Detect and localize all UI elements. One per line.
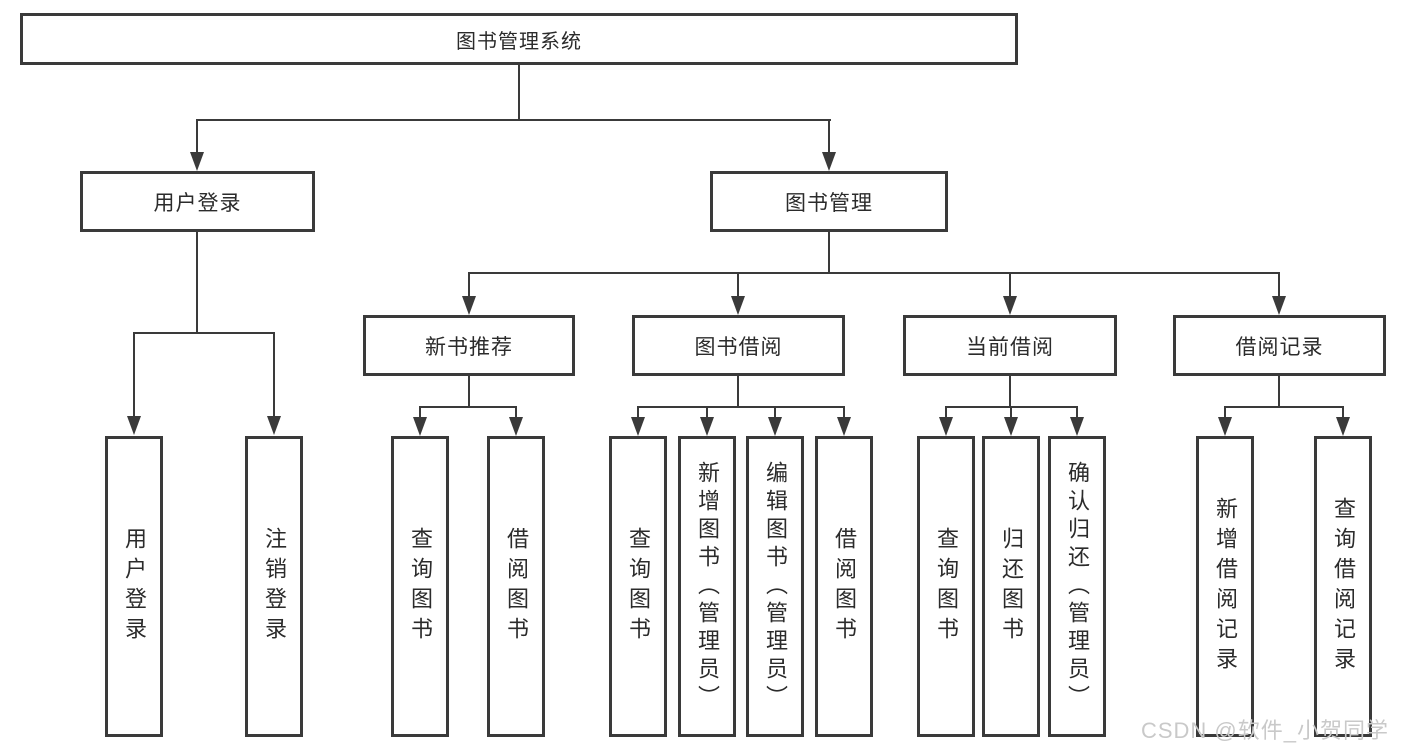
- connector-line: [737, 376, 739, 408]
- leaf-add-book-admin: 新增图书（管理员）: [678, 436, 736, 737]
- connector-line: [196, 232, 198, 334]
- arrow-down-icon: [413, 417, 427, 436]
- connector-line: [196, 119, 198, 154]
- node-book-borrow: 图书借阅: [632, 315, 845, 376]
- connector-line: [828, 119, 830, 154]
- arrow-down-icon: [837, 417, 851, 436]
- connector-line: [468, 376, 470, 408]
- connector-line: [1010, 406, 1012, 418]
- arrow-down-icon: [700, 417, 714, 436]
- leaf-label: 借阅图书: [504, 526, 529, 647]
- node-root-system: 图书管理系统: [20, 13, 1018, 65]
- node-current-borrow: 当前借阅: [903, 315, 1117, 376]
- connector-line: [1278, 376, 1280, 408]
- node-borrow-records: 借阅记录: [1173, 315, 1386, 376]
- leaf-label: 查询借阅记录: [1331, 496, 1356, 677]
- leaf-query-book: 查询图书: [609, 436, 667, 737]
- connector-line: [828, 232, 830, 274]
- arrow-down-icon: [939, 417, 953, 436]
- leaf-label: 归还图书: [999, 526, 1024, 647]
- arrow-down-icon: [631, 417, 645, 436]
- node-label: 用户登录: [153, 191, 242, 215]
- arrow-down-icon: [768, 417, 782, 436]
- node-user-login: 用户登录: [80, 171, 315, 232]
- node-label: 图书借阅: [694, 335, 783, 359]
- node-book-management: 图书管理: [710, 171, 948, 232]
- leaf-return-book: 归还图书: [982, 436, 1040, 737]
- leaf-add-borrow-record: 新增借阅记录: [1196, 436, 1254, 737]
- connector-line: [1224, 406, 1226, 418]
- node-label: 当前借阅: [966, 335, 1054, 359]
- arrow-down-icon: [1070, 417, 1084, 436]
- connector-line: [133, 332, 135, 417]
- connector-line: [468, 272, 470, 297]
- connector-line: [1076, 406, 1078, 418]
- arrow-down-icon: [1218, 417, 1232, 436]
- connector-line: [196, 119, 831, 121]
- connector-line: [468, 272, 1280, 274]
- connector-line: [419, 406, 421, 418]
- leaf-label: 注销登录: [262, 526, 287, 647]
- arrow-down-icon: [1272, 296, 1286, 315]
- leaf-label: 新增借阅记录: [1213, 496, 1238, 677]
- leaf-query-book: 查询图书: [917, 436, 975, 737]
- node-label: 借阅记录: [1235, 335, 1324, 359]
- node-label: 图书管理系统: [456, 30, 582, 53]
- leaf-confirm-return-admin: 确认归还（管理员）: [1048, 436, 1106, 737]
- node-label: 新书推荐: [425, 335, 513, 359]
- connector-line: [273, 332, 275, 417]
- node-label: 图书管理: [785, 191, 873, 215]
- arrow-down-icon: [1004, 417, 1018, 436]
- arrow-down-icon: [822, 152, 836, 171]
- connector-line: [1009, 376, 1011, 408]
- arrow-down-icon: [267, 416, 281, 435]
- connector-line: [518, 65, 520, 121]
- arrow-down-icon: [1003, 296, 1017, 315]
- connector-line: [1009, 272, 1011, 297]
- arrow-down-icon: [127, 416, 141, 435]
- leaf-user-login: 用户登录: [105, 436, 163, 737]
- connector-line: [1278, 272, 1280, 297]
- connector-line: [133, 332, 275, 334]
- watermark: CSDN @软件_小贺同学: [1140, 718, 1389, 743]
- leaf-label: 查询图书: [934, 526, 959, 647]
- leaf-label: 新增图书（管理员）: [695, 460, 720, 713]
- connector-line: [419, 406, 517, 408]
- connector-line: [945, 406, 947, 418]
- connector-line: [1342, 406, 1344, 418]
- leaf-label: 借阅图书: [832, 526, 857, 647]
- connector-line: [637, 406, 639, 418]
- connector-line: [843, 406, 845, 418]
- connector-line: [774, 406, 776, 418]
- leaf-label: 查询图书: [626, 526, 651, 647]
- arrow-down-icon: [731, 296, 745, 315]
- arrow-down-icon: [190, 152, 204, 171]
- connector-line: [637, 406, 845, 408]
- leaf-query-book: 查询图书: [391, 436, 449, 737]
- connector-line: [1224, 406, 1344, 408]
- leaf-query-borrow-record: 查询借阅记录: [1314, 436, 1372, 737]
- arrow-down-icon: [509, 417, 523, 436]
- node-new-book-recommend: 新书推荐: [363, 315, 575, 376]
- connector-line: [515, 406, 517, 418]
- connector-line: [706, 406, 708, 418]
- leaf-borrow-book: 借阅图书: [487, 436, 545, 737]
- arrow-down-icon: [1336, 417, 1350, 436]
- leaf-label: 确认归还（管理员）: [1065, 460, 1090, 713]
- leaf-label: 查询图书: [408, 526, 433, 647]
- leaf-borrow-book: 借阅图书: [815, 436, 873, 737]
- connector-line: [737, 272, 739, 297]
- leaf-edit-book-admin: 编辑图书（管理员）: [746, 436, 804, 737]
- arrow-down-icon: [462, 296, 476, 315]
- leaf-label: 用户登录: [122, 526, 147, 647]
- leaf-logout: 注销登录: [245, 436, 303, 737]
- leaf-label: 编辑图书（管理员）: [763, 460, 788, 713]
